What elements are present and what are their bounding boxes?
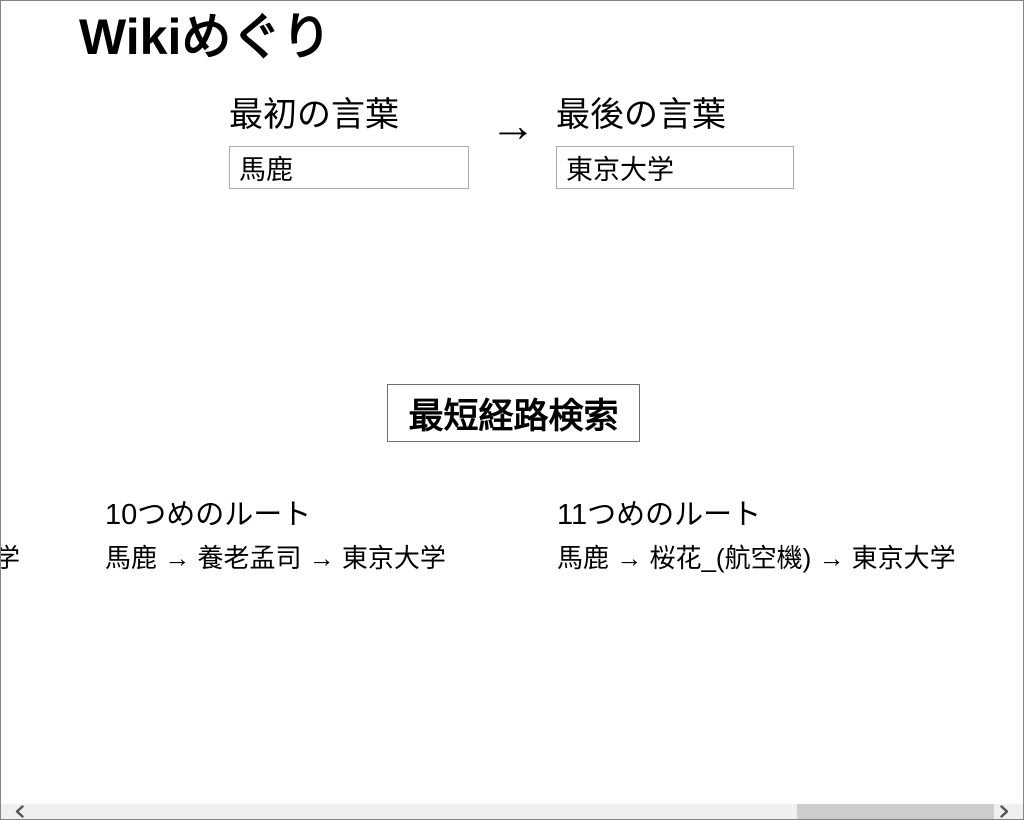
chevron-right-icon bbox=[999, 805, 1009, 818]
horizontal-scrollbar[interactable] bbox=[1, 804, 1023, 819]
scroll-left-button[interactable] bbox=[12, 805, 26, 818]
end-word-input[interactable] bbox=[556, 146, 794, 189]
route-path: 馬鹿 → 桜花_(航空機) → 東京大学 bbox=[557, 543, 956, 573]
route-result-11: 11つめのルート 馬鹿 → 桜花_(航空機) → 東京大学 bbox=[557, 498, 956, 574]
end-word-label: 最後の言葉 bbox=[556, 96, 726, 134]
chevron-left-icon bbox=[15, 805, 24, 818]
start-word-input[interactable] bbox=[229, 146, 469, 189]
search-button[interactable]: 最短経路検索 bbox=[387, 384, 640, 442]
scroll-thumb[interactable] bbox=[797, 804, 994, 819]
route-partial-clipped-text: 学 bbox=[1, 543, 20, 574]
route-result-10: 10つめのルート 馬鹿 → 養老孟司 → 東京大学 bbox=[105, 498, 446, 574]
route-heading: 11つめのルート bbox=[557, 499, 762, 531]
arrow-right-glyph: → bbox=[490, 99, 536, 151]
route-path: 馬鹿 → 養老孟司 → 東京大学 bbox=[105, 543, 446, 573]
page-title: Wikiめぐり bbox=[79, 9, 332, 65]
route-heading: 10つめのルート bbox=[105, 499, 312, 531]
scroll-right-button[interactable] bbox=[997, 805, 1011, 818]
start-word-label: 最初の言葉 bbox=[229, 96, 399, 134]
